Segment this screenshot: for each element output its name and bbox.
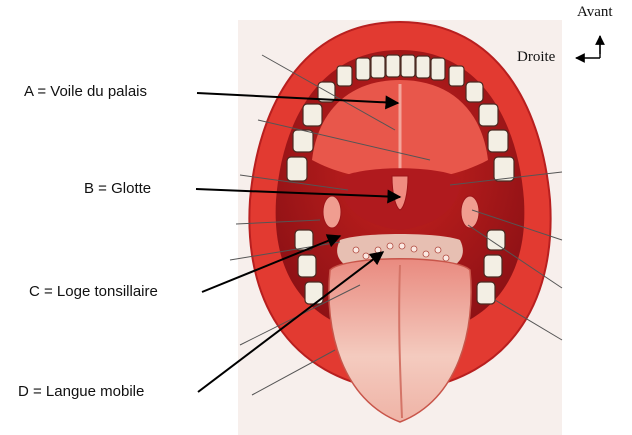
label-langue-mobile: D = Langue mobile [18, 383, 144, 400]
orientation-avant: Avant [577, 4, 613, 21]
label-loge-tonsillaire: C = Loge tonsillaire [29, 283, 158, 300]
orientation-droite: Droite [517, 49, 555, 66]
right-tonsil [461, 196, 479, 228]
label-glotte: B = Glotte [84, 180, 151, 197]
orientation-indicator [576, 36, 600, 58]
left-tonsil [323, 196, 341, 228]
label-voile-du-palais: A = Voile du palais [24, 83, 147, 100]
